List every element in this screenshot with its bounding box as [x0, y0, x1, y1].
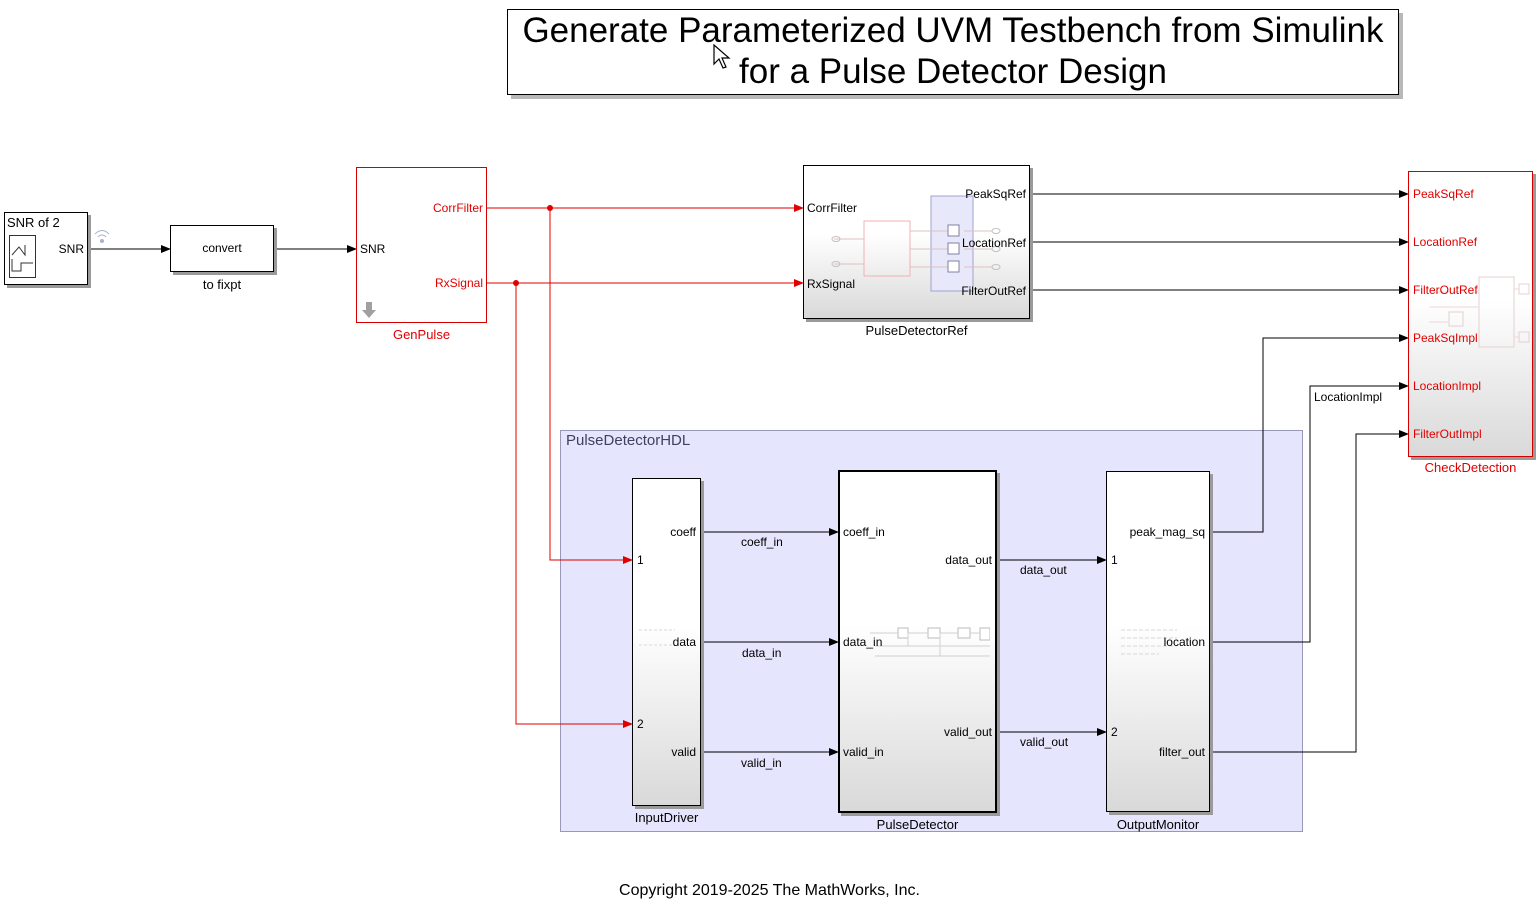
title-line-1: Generate Parameterized UVM Testbench fro… — [522, 11, 1384, 50]
wire-rxsignal-driver — [515, 283, 633, 728]
gen-pulse-in-snr: SNR — [360, 242, 386, 256]
wire-filteroutimpl — [1210, 430, 1409, 753]
input-driver-out-coeff: coeff — [670, 525, 696, 539]
signal-label-coeff-in: coeff_in — [741, 535, 783, 549]
pulse-detector-ref-block[interactable]: CorrFilter RxSignal PeakSqRef LocationRe… — [803, 165, 1030, 319]
signal-label-valid-in: valid_in — [741, 756, 782, 770]
input-driver-block[interactable]: 1 2 coeff data valid — [632, 478, 701, 806]
output-monitor-out-peak-mag-sq: peak_mag_sq — [1129, 525, 1205, 539]
signal-label-valid-out: valid_out — [1020, 735, 1069, 749]
pulse-detector-preview — [870, 627, 990, 657]
signal-builder-icon — [9, 235, 36, 278]
ref-out-locationref: LocationRef — [961, 236, 1026, 250]
input-driver-out-valid: valid — [671, 745, 696, 759]
output-monitor-in-1: 1 — [1111, 553, 1118, 567]
output-monitor-label: OutputMonitor — [1116, 817, 1200, 832]
copyright-text: Copyright 2019-2025 The MathWorks, Inc. — [619, 882, 920, 899]
gen-pulse-out-rxsignal: RxSignal — [434, 276, 483, 290]
wire-locationimpl — [1210, 382, 1409, 643]
check-internal-preview — [1429, 276, 1530, 348]
convert-block[interactable]: convert — [170, 225, 274, 272]
gen-pulse-out-corrfilter: CorrFilter — [433, 201, 483, 215]
ref-out-peaksqref: PeakSqRef — [965, 187, 1026, 201]
convert-block-label: to fixpt — [202, 277, 242, 292]
check-in-peaksqimpl: PeakSqImpl — [1413, 331, 1478, 345]
signal-label-data-out: data_out — [1020, 563, 1067, 577]
check-detection-label: CheckDetection — [1424, 460, 1517, 475]
ref-out-filteroutref: FilterOutRef — [961, 284, 1026, 298]
wire-peaksqimpl — [1210, 334, 1409, 533]
output-monitor-out-location: location — [1163, 635, 1205, 649]
gen-pulse-block[interactable]: SNR CorrFilter RxSignal — [356, 167, 487, 323]
input-driver-label: InputDriver — [634, 810, 699, 825]
output-monitor-in-2: 2 — [1111, 725, 1118, 739]
output-monitor-preview — [1121, 629, 1177, 655]
input-driver-in-2: 2 — [637, 717, 644, 731]
down-arrow-icon — [362, 302, 376, 318]
title-annotation[interactable]: Generate Parameterized UVM Testbench fro… — [507, 9, 1399, 95]
convert-block-text: convert — [202, 241, 242, 255]
subsystem-title: PulseDetectorHDL — [566, 432, 691, 449]
pulse-detector-block[interactable]: coeff_in data_in valid_in data_out valid… — [838, 470, 997, 813]
output-monitor-out-filter-out: filter_out — [1158, 745, 1205, 759]
ref-in-corrfilter: CorrFilter — [807, 201, 857, 215]
title-line-2: for a Pulse Detector Design — [739, 52, 1167, 91]
pulse-detector-ref-label: PulseDetectorRef — [865, 323, 968, 338]
snr-source-title: SNR of 2 — [7, 215, 60, 230]
pulse-detector-label: PulseDetector — [876, 817, 959, 832]
input-driver-in-1: 1 — [637, 553, 644, 567]
wireless-icon — [94, 230, 110, 243]
check-in-locationref: LocationRef — [1413, 235, 1478, 249]
ref-in-rxsignal: RxSignal — [807, 277, 856, 291]
check-in-peaksqref: PeakSqRef — [1413, 187, 1474, 201]
ref-internal-preview — [831, 195, 1001, 292]
check-in-filteroutref: FilterOutRef — [1413, 283, 1478, 297]
mouse-cursor-icon — [713, 44, 731, 69]
snr-source-block[interactable]: SNR of 2 SNR — [4, 212, 88, 285]
pulse-detector-in-data: data_in — [843, 635, 883, 649]
wire-corrfilter-driver — [549, 208, 633, 564]
input-driver-preview — [639, 629, 675, 646]
pulse-detector-out-data: data_out — [945, 553, 992, 567]
check-detection-block[interactable]: PeakSqRef LocationRef FilterOutRef PeakS… — [1408, 171, 1533, 457]
signal-label-data-in: data_in — [742, 646, 782, 660]
input-driver-out-data: data — [672, 635, 696, 649]
check-in-locationimpl: LocationImpl — [1413, 379, 1482, 393]
gen-pulse-label: GenPulse — [392, 327, 451, 342]
pulse-detector-in-valid: valid_in — [843, 745, 884, 759]
output-monitor-block[interactable]: 1 2 peak_mag_sq location filter_out — [1106, 471, 1210, 812]
signal-label-location-impl: LocationImpl — [1314, 390, 1383, 404]
pulse-detector-out-valid: valid_out — [943, 725, 992, 739]
snr-source-port: SNR — [58, 242, 84, 256]
check-in-filteroutimpl: FilterOutImpl — [1413, 427, 1482, 441]
pulse-detector-in-coeff: coeff_in — [843, 525, 885, 539]
